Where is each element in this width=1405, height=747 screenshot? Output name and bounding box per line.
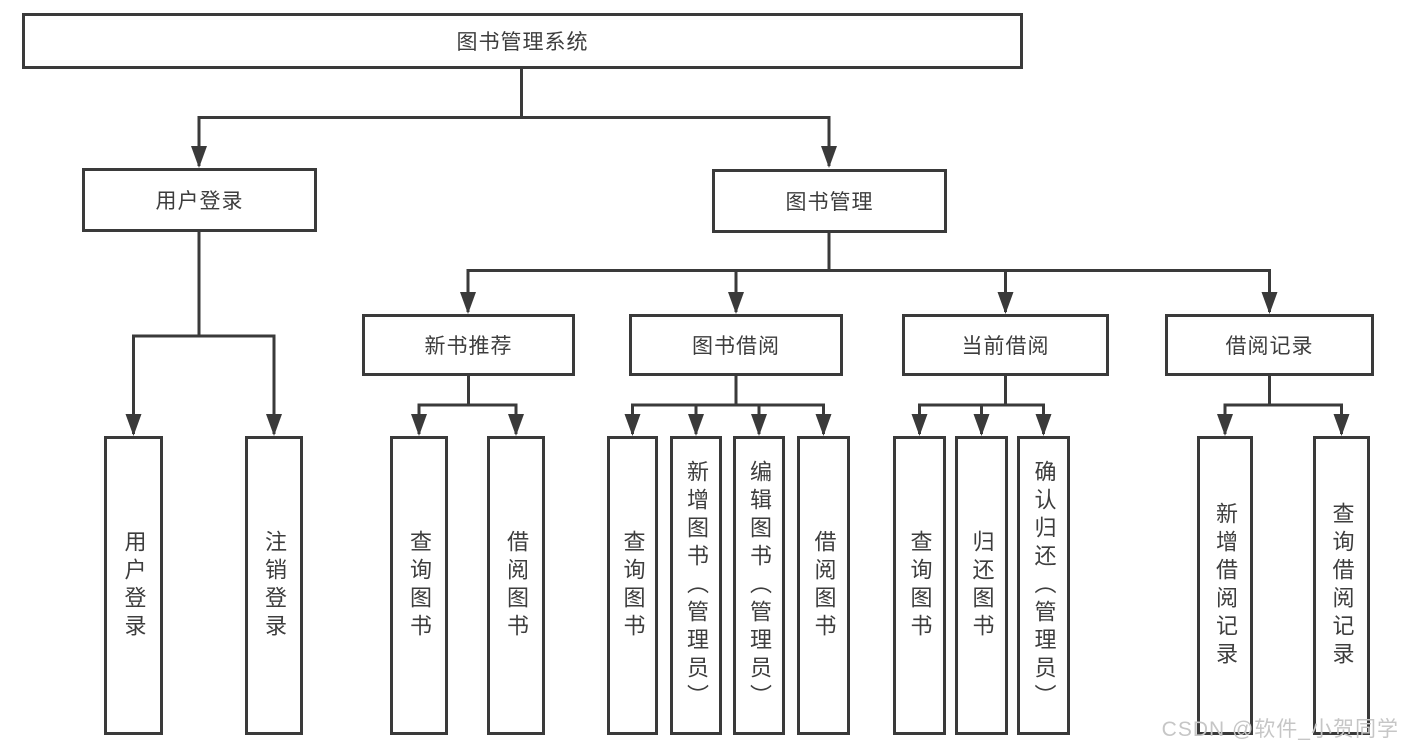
arrow-down-icon bbox=[821, 146, 837, 168]
leaf-user-login: 用户登录 bbox=[104, 436, 163, 735]
connector-book-borrow bbox=[631, 376, 825, 434]
connector-user-login bbox=[132, 232, 276, 434]
connector-book-management bbox=[466, 233, 1271, 312]
node-book-management: 图书管理 bbox=[712, 169, 947, 233]
arrow-down-icon bbox=[973, 414, 990, 436]
connector-current-borrow bbox=[918, 376, 1045, 434]
leaf-confirm-return-admin: 确认归还（管理员） bbox=[1017, 436, 1070, 735]
node-user-login: 用户登录 bbox=[82, 168, 317, 232]
connector-root bbox=[197, 69, 831, 166]
arrow-down-icon bbox=[411, 414, 427, 436]
arrow-down-icon bbox=[125, 414, 142, 436]
arrow-down-icon bbox=[1333, 414, 1350, 436]
arrow-down-icon bbox=[1261, 292, 1278, 314]
leaf-add-borrow-record: 新增借阅记录 bbox=[1197, 436, 1253, 735]
arrow-down-icon bbox=[508, 414, 524, 436]
arrow-down-icon bbox=[191, 146, 207, 168]
arrow-down-icon bbox=[688, 414, 704, 436]
leaf-borrow-book-borrow: 借阅图书 bbox=[797, 436, 850, 735]
arrow-down-icon bbox=[815, 414, 832, 436]
leaf-logout-login: 注销登录 bbox=[245, 436, 303, 735]
arrow-down-icon bbox=[911, 414, 928, 436]
node-book-borrow: 图书借阅 bbox=[629, 314, 843, 376]
connector-borrow-record bbox=[1223, 376, 1343, 434]
leaf-query-book-current: 查询图书 bbox=[893, 436, 946, 735]
leaf-return-book: 归还图书 bbox=[955, 436, 1008, 735]
leaf-borrow-book-newbook: 借阅图书 bbox=[487, 436, 545, 735]
node-borrow-record: 借阅记录 bbox=[1165, 314, 1374, 376]
arrow-down-icon bbox=[1217, 414, 1233, 436]
arrow-down-icon bbox=[266, 414, 282, 436]
node-library-system: 图书管理系统 bbox=[22, 13, 1023, 69]
leaf-add-book-admin: 新增图书（管理员） bbox=[670, 436, 722, 735]
arrow-down-icon bbox=[460, 292, 476, 314]
watermark: CSDN @软件_小贺同学 bbox=[1161, 718, 1399, 741]
leaf-query-book-newbook: 查询图书 bbox=[390, 436, 448, 735]
leaf-query-book-borrow: 查询图书 bbox=[607, 436, 658, 735]
connector-new-book bbox=[417, 376, 518, 434]
arrow-down-icon bbox=[1035, 414, 1052, 436]
leaf-query-borrow-record: 查询借阅记录 bbox=[1313, 436, 1370, 735]
node-new-book-recommend: 新书推荐 bbox=[362, 314, 575, 376]
node-current-borrow: 当前借阅 bbox=[902, 314, 1109, 376]
arrow-down-icon bbox=[624, 414, 641, 436]
leaf-edit-book-admin: 编辑图书（管理员） bbox=[733, 436, 785, 735]
arrow-down-icon bbox=[728, 292, 744, 314]
arrow-down-icon bbox=[997, 292, 1014, 314]
arrow-down-icon bbox=[751, 414, 767, 436]
